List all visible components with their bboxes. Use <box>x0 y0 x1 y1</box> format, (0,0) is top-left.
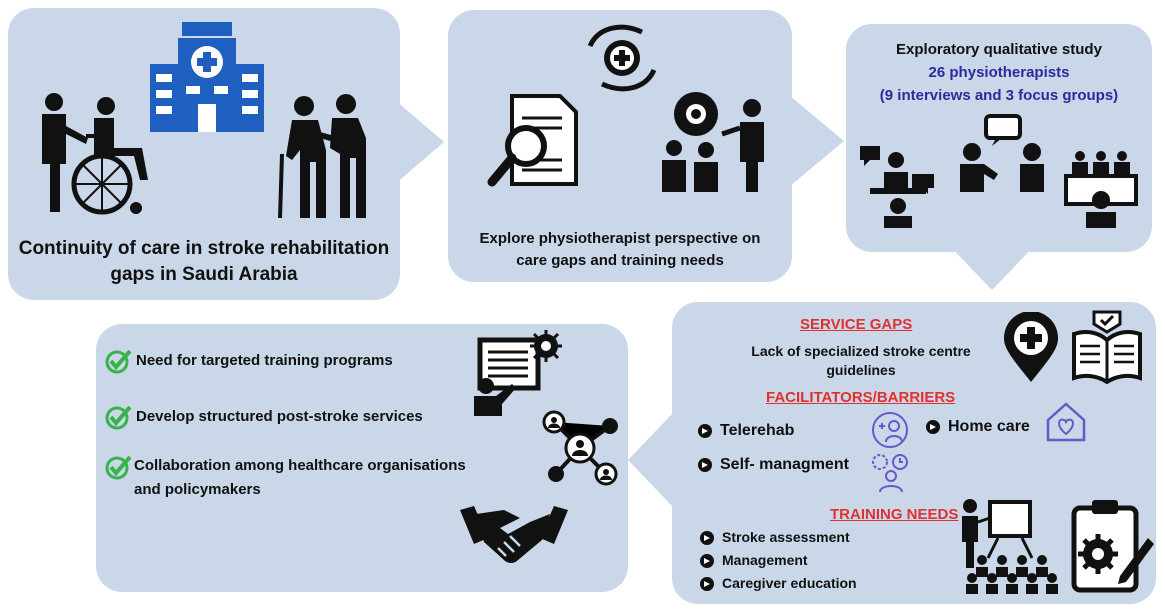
bullet-icon <box>698 423 712 438</box>
focus-group-icon <box>1064 150 1138 230</box>
panel1-caption-line1: Continuity of care in stroke rehabilitat… <box>18 238 390 259</box>
hospital-icon <box>148 20 266 132</box>
service-gaps-text: Lack of specialized stroke centre guidel… <box>726 342 996 380</box>
training-item-label: Stroke assessment <box>722 529 850 545</box>
panel1-caption: Continuity of care in stroke rehabilitat… <box>8 236 400 288</box>
recommendation-2-label: Develop structured post-stroke services <box>136 408 423 425</box>
hands-care-icon <box>580 16 664 100</box>
clipboard-gear-icon <box>1068 498 1154 594</box>
flow-arrow-3 <box>944 240 1040 294</box>
panel2-caption: Explore physiotherapist perspective on c… <box>448 228 792 272</box>
bullet-icon <box>700 531 714 546</box>
panel3-heading: Exploratory qualitative study 26 physiot… <box>846 38 1152 107</box>
conversation-icon <box>956 114 1048 194</box>
telerehab-label: Telerehab <box>720 422 795 439</box>
panel1-caption-line2: gaps in Saudi Arabia <box>110 264 298 285</box>
recommendation-1-label: Need for targeted training programs <box>136 352 393 369</box>
flow-arrow-2 <box>790 96 848 186</box>
self-management-icon <box>870 452 912 496</box>
handshake-icon <box>458 504 570 566</box>
training-board-icon <box>470 330 566 416</box>
training-item: Stroke assessment <box>700 526 857 549</box>
document-search-icon <box>486 94 582 194</box>
service-gaps-heading: SERVICE GAPS <box>800 316 913 333</box>
training-item-label: Management <box>722 552 808 568</box>
bullet-icon <box>698 457 712 472</box>
study-title: Exploratory qualitative study <box>896 41 1102 58</box>
training-item: Caregiver education <box>700 572 857 595</box>
recommendation-3-line2: and policymakers <box>134 481 261 498</box>
self-management-item: Self- managment <box>698 456 849 474</box>
training-list: Stroke assessment Management Caregiver e… <box>700 526 857 595</box>
service-gaps-line1: Lack of specialized stroke centre <box>751 343 971 359</box>
bullet-icon <box>926 419 940 434</box>
panel2-caption-line2: care gaps and training needs <box>516 252 724 269</box>
training-needs-heading: TRAINING NEEDS <box>830 506 959 523</box>
flow-arrow-1 <box>388 94 448 190</box>
study-participants: 26 physiotherapists <box>928 64 1070 81</box>
team-presentation-icon <box>656 88 774 192</box>
check-icon <box>104 454 134 480</box>
recommendation-3-line1: Collaboration among healthcare organisat… <box>134 457 466 474</box>
training-item: Management <box>700 549 857 572</box>
home-care-item: Home care <box>926 418 1030 436</box>
check-icon <box>104 348 134 374</box>
service-gaps-line2: guidelines <box>826 362 896 378</box>
facilitators-heading: FACILITATORS/BARRIERS <box>766 389 956 406</box>
study-methods: (9 interviews and 3 focus groups) <box>879 87 1119 104</box>
training-class-icon <box>958 498 1062 594</box>
home-care-icon <box>1044 400 1088 442</box>
elderly-support-icon <box>276 94 372 220</box>
home-care-label: Home care <box>948 418 1030 435</box>
interview-desk-icon <box>858 144 938 230</box>
network-icon <box>540 408 622 490</box>
check-icon <box>104 404 134 430</box>
guideline-book-icon <box>1070 310 1144 384</box>
caregiver-wheelchair-icon <box>36 92 162 218</box>
telerehab-icon <box>870 410 910 450</box>
training-item-label: Caregiver education <box>722 575 857 591</box>
telerehab-item: Telerehab <box>698 422 794 440</box>
location-medical-icon <box>1000 312 1062 384</box>
bullet-icon <box>700 577 714 592</box>
bullet-icon <box>700 554 714 569</box>
self-management-label: Self- managment <box>720 456 849 473</box>
flow-arrow-4 <box>628 412 674 508</box>
panel2-caption-line1: Explore physiotherapist perspective on <box>479 230 761 247</box>
